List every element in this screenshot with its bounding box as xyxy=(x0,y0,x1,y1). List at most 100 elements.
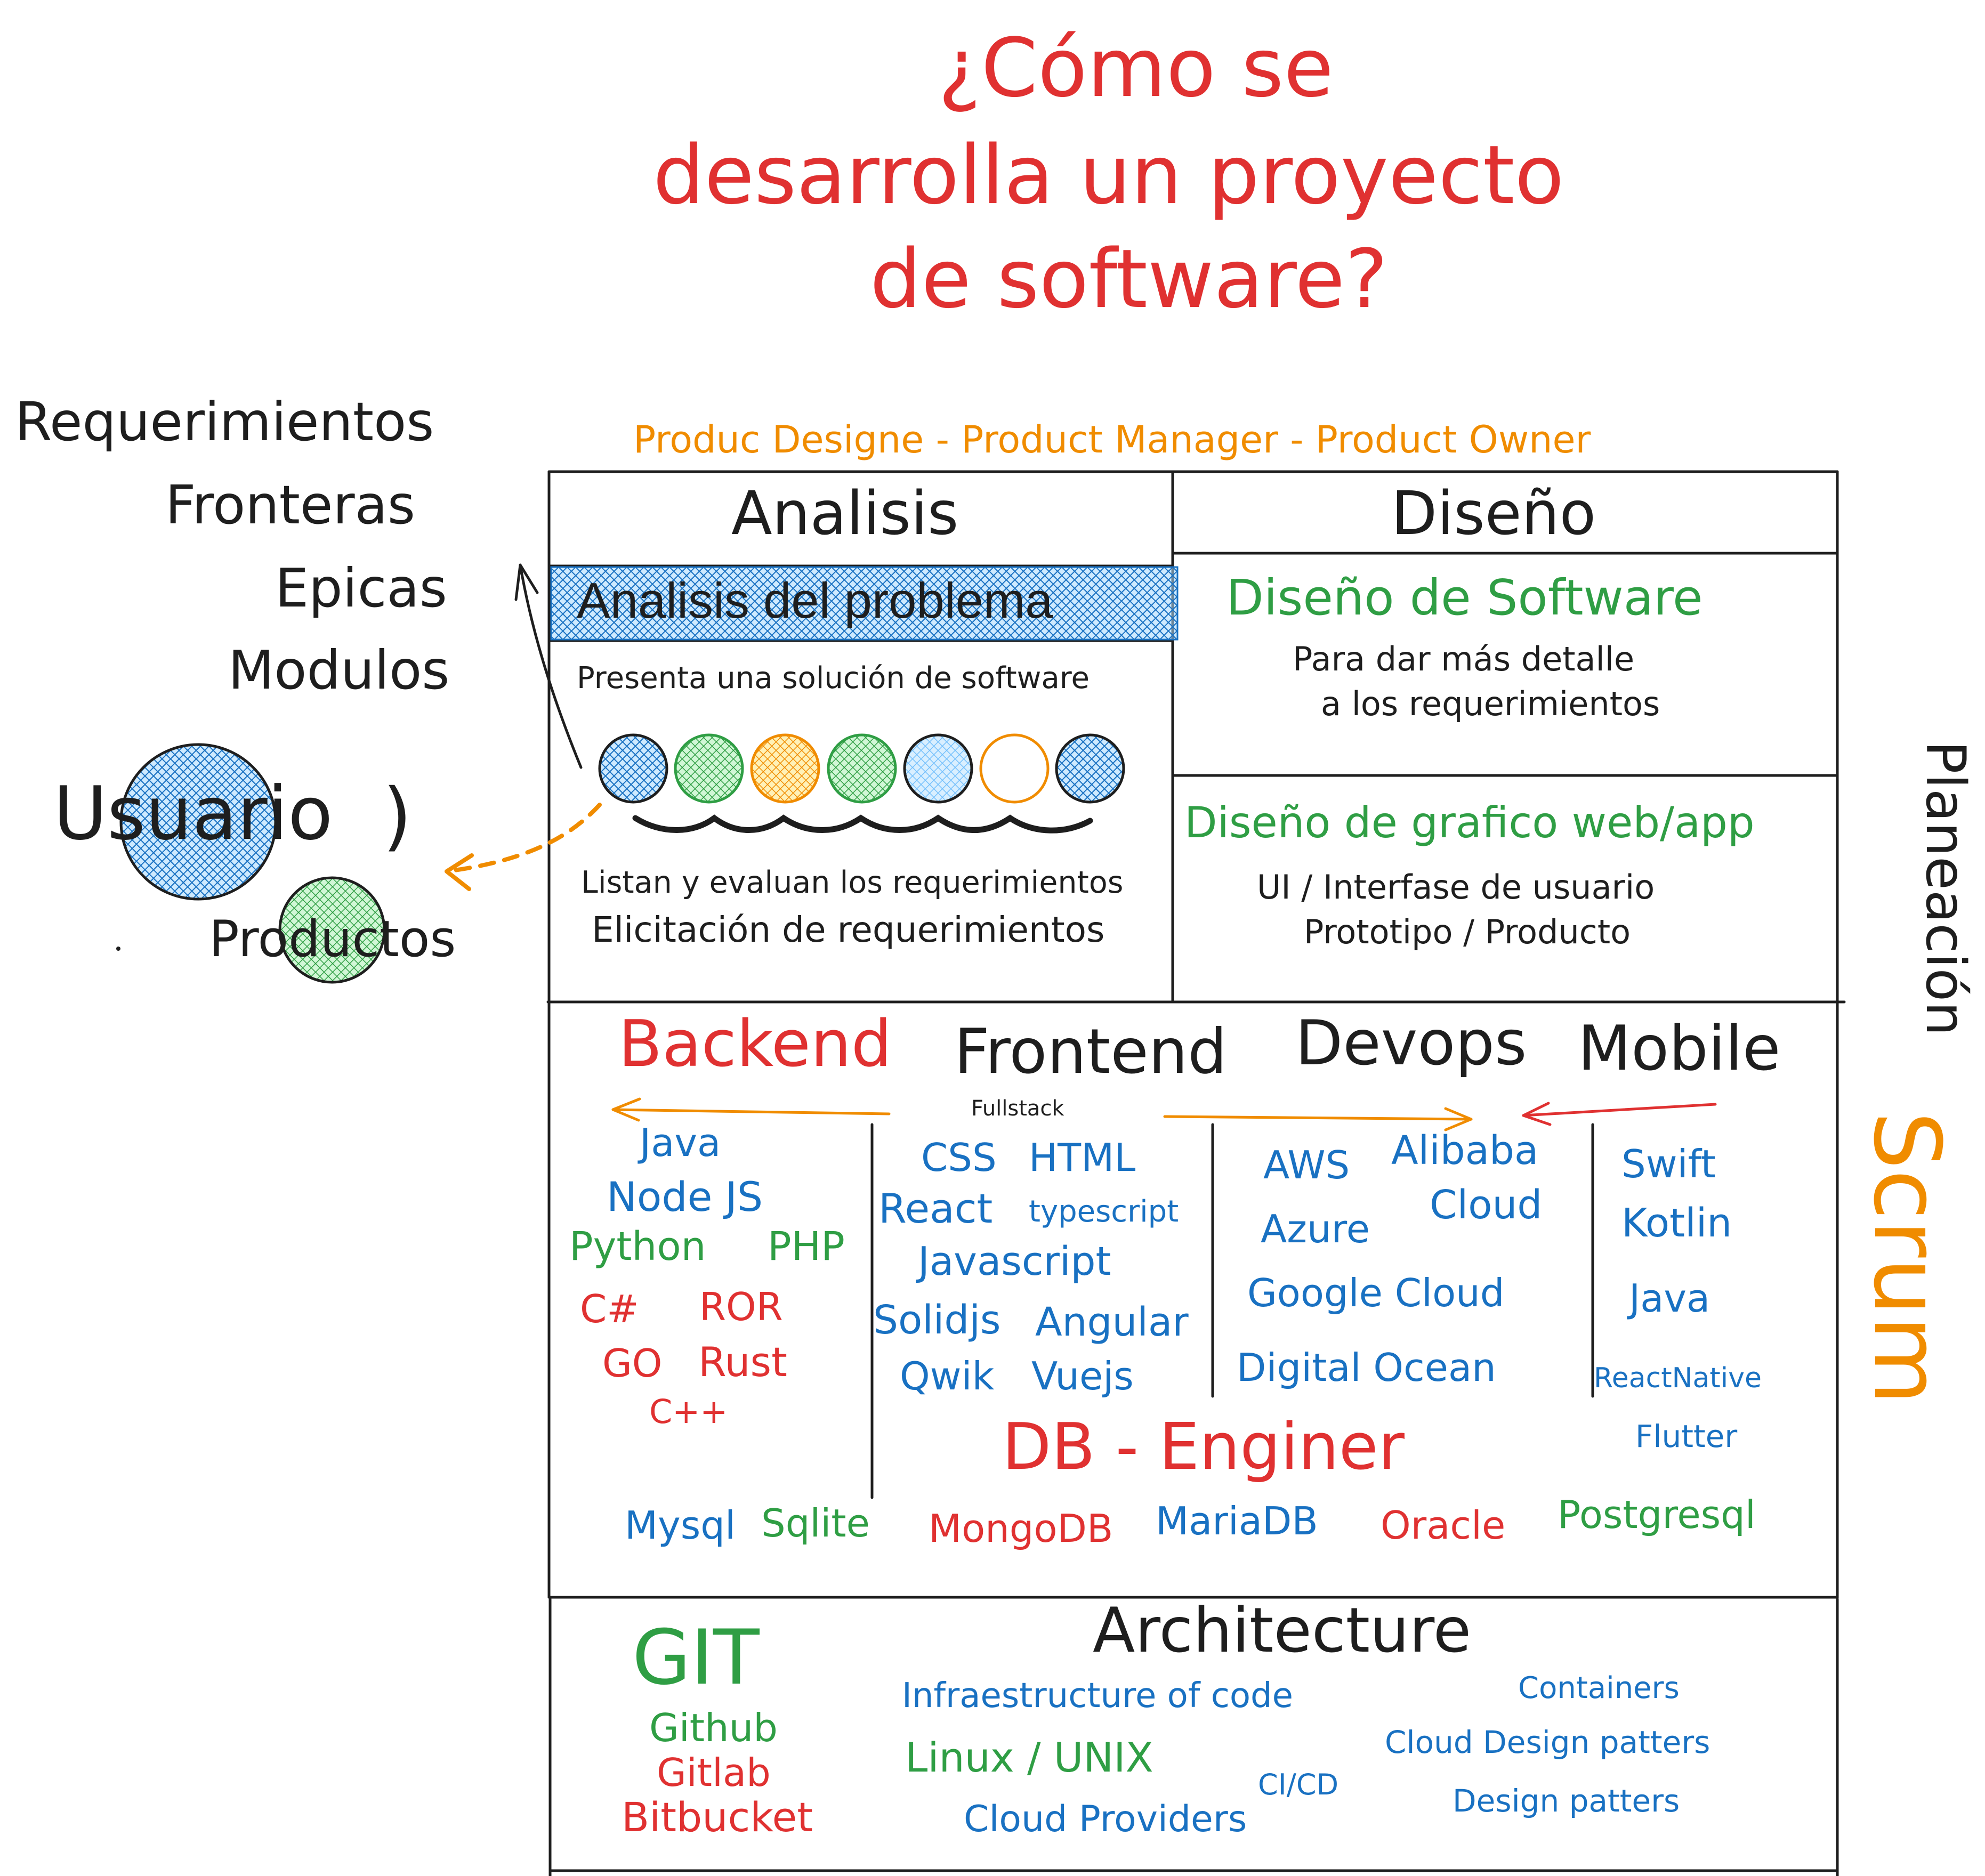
backend-arrow-head xyxy=(611,1097,641,1122)
backend-cpp: C++ xyxy=(649,1392,728,1431)
devops-alibaba: Alibaba xyxy=(1391,1128,1539,1174)
analisis-heading: Analisis xyxy=(731,479,959,548)
requirement-circle-6 xyxy=(979,733,1050,804)
frontend-typescript: typescript xyxy=(1029,1194,1179,1229)
devops-azure: Azure xyxy=(1261,1207,1370,1251)
productos-label: Productos xyxy=(209,910,456,968)
backend-java: Java xyxy=(640,1120,721,1165)
title-line-2: desarrolla un proyecto xyxy=(653,128,1564,222)
requirement-circle-3 xyxy=(750,733,820,804)
backend-node: Node JS xyxy=(607,1173,763,1220)
git-title: GIT xyxy=(632,1614,760,1702)
fullstack-label: Fullstack xyxy=(971,1096,1064,1121)
db-oracle: Oracle xyxy=(1381,1503,1506,1548)
db-sqlite: Sqlite xyxy=(761,1501,870,1546)
requirement-circles xyxy=(598,733,1125,804)
arch-cloud-design: Cloud Design patters xyxy=(1385,1724,1710,1760)
db-mariadb: MariaDB xyxy=(1156,1499,1318,1543)
frontend-html: HTML xyxy=(1029,1135,1136,1180)
stray-dot xyxy=(116,947,120,951)
arrow-to-usuario-line xyxy=(445,803,602,874)
arch-design-patterns: Design patters xyxy=(1453,1783,1680,1819)
usuario-label: Usuario xyxy=(53,771,333,856)
roles-label: Produc Designe - Product Manager - Produ… xyxy=(633,418,1591,462)
mobile-flutter: Flutter xyxy=(1635,1418,1738,1454)
backend-rust: Rust xyxy=(698,1338,787,1386)
devops-google-cloud: Google Cloud xyxy=(1247,1271,1505,1315)
mobile-java: Java xyxy=(1629,1276,1710,1321)
devops-cloud: Cloud xyxy=(1430,1182,1543,1228)
diseno-software-desc-2: a los requerimientos xyxy=(1321,684,1660,723)
frontend-css: CSS xyxy=(921,1135,997,1180)
usuario-circle xyxy=(119,743,277,901)
db-postgresql: Postgresql xyxy=(1558,1492,1756,1537)
devops-arrow-line xyxy=(1163,1115,1473,1121)
arch-linux: Linux / UNIX xyxy=(905,1734,1153,1781)
arch-containers: Containers xyxy=(1518,1671,1680,1705)
diseno-heading: Diseño xyxy=(1391,479,1596,548)
mobile-arrow-line xyxy=(1522,1103,1717,1117)
frontend-vuejs: Vuejs xyxy=(1031,1354,1134,1398)
arrow-to-usuario-head xyxy=(445,853,474,891)
devops-digital-ocean: Digital Ocean xyxy=(1237,1345,1496,1390)
devops-heading: Devops xyxy=(1295,1007,1527,1079)
requirement-circle-7 xyxy=(1055,733,1125,804)
backend-arrow-line xyxy=(611,1108,891,1115)
diseno-grafico-desc-2: Prototipo / Producto xyxy=(1304,912,1631,951)
db-mysql: Mysql xyxy=(625,1503,736,1548)
devops-aws: AWS xyxy=(1263,1143,1350,1187)
devops-arrow-head xyxy=(1444,1107,1473,1131)
backend-ror: ROR xyxy=(699,1284,783,1329)
scrum-label: Scrum xyxy=(1853,1111,1960,1405)
diseno-software-title: Diseño de Software xyxy=(1226,569,1703,626)
requirement-circle-1 xyxy=(598,733,668,804)
backend-csharp: C# xyxy=(580,1287,639,1331)
arch-iac: Infraestructure of code xyxy=(902,1676,1294,1716)
analisis-listan-text: Listan y evaluan los requerimientos xyxy=(581,865,1124,900)
diseno-grafico-title: Diseño de grafico web/app xyxy=(1184,798,1755,847)
architecture-title: Architecture xyxy=(1093,1595,1472,1667)
mobile-heading: Mobile xyxy=(1578,1013,1781,1085)
mobile-arrow-head xyxy=(1522,1102,1552,1126)
left-list-modulos: Modulos xyxy=(228,639,450,701)
requirement-circle-5 xyxy=(903,733,973,804)
arrow-to-list-head xyxy=(514,563,539,601)
analisis-solucion-text: Presenta una solución de software xyxy=(577,661,1090,696)
arrow-to-list-line xyxy=(519,563,583,769)
mobile-swift: Swift xyxy=(1621,1142,1716,1186)
backend-php: PHP xyxy=(768,1224,845,1269)
usuario-paren: ) xyxy=(383,773,412,860)
backend-python: Python xyxy=(569,1224,706,1269)
git-gitlab: Gitlab xyxy=(657,1750,771,1795)
git-github: Github xyxy=(649,1705,778,1750)
requirement-links xyxy=(632,814,1093,834)
planeacion-label: Planeación xyxy=(1914,741,1977,1036)
frontend-angular: Angular xyxy=(1035,1299,1189,1345)
mobile-kotlin: Kotlin xyxy=(1621,1200,1732,1246)
frontend-heading: Frontend xyxy=(954,1016,1227,1088)
left-list-requerimientos: Requerimientos xyxy=(15,391,434,453)
diseno-grafico-desc-1: UI / Interfase de usuario xyxy=(1257,868,1655,907)
frontend-qwik: Qwik xyxy=(900,1354,995,1398)
analisis-banner-text: Analisis del problema xyxy=(577,572,1053,628)
analisis-elicitacion-text: Elicitación de requerimientos xyxy=(592,909,1105,950)
left-list-epicas: Epicas xyxy=(275,557,447,619)
requirement-circle-2 xyxy=(674,733,744,804)
arch-cloud-providers: Cloud Providers xyxy=(964,1798,1247,1840)
mobile-reactnative: ReactNative xyxy=(1594,1362,1762,1394)
productos-circle xyxy=(278,876,386,984)
analisis-banner-fill xyxy=(550,566,1179,641)
left-list-fronteras: Fronteras xyxy=(165,474,415,536)
title-line-1: ¿Cómo se xyxy=(938,21,1334,115)
git-bitbucket: Bitbucket xyxy=(622,1793,813,1841)
frontend-javascript: Javascript xyxy=(918,1239,1111,1284)
backend-go: GO xyxy=(602,1341,663,1386)
db-engine-title: DB - Enginer xyxy=(1002,1410,1405,1484)
frontend-solidjs: Solidjs xyxy=(873,1297,1001,1343)
db-mongodb: MongoDB xyxy=(929,1506,1113,1551)
frontend-react: React xyxy=(878,1185,993,1232)
arch-cicd: CI/CD xyxy=(1258,1768,1339,1801)
backend-heading: Backend xyxy=(618,1007,892,1081)
